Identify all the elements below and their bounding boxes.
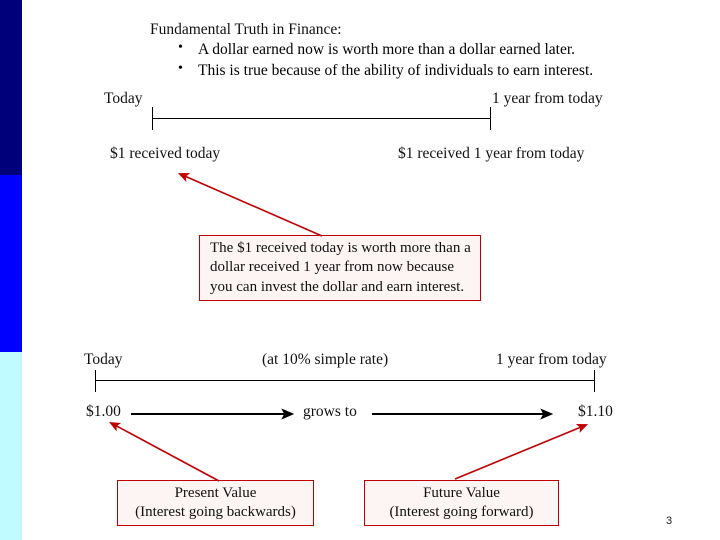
page-number: 3 — [666, 515, 673, 527]
timeline2-axis — [95, 380, 595, 381]
timeline1-tick-right — [490, 107, 491, 130]
callout-line: dollar received 1 year from now because — [210, 259, 455, 276]
timeline2-left-label: Today — [84, 351, 123, 368]
sidebar-band-navy — [0, 0, 22, 175]
box-future-value-subtitle: (Interest going forward) — [389, 504, 534, 520]
box-future-value: Future Value (Interest going forward) — [364, 480, 559, 526]
arrow-present-value-backward — [109, 421, 220, 482]
timeline2-right-value: $1.10 — [578, 403, 613, 420]
callout-line: The $1 received today is worth more than… — [210, 239, 471, 256]
timeline2-middle-text: grows to — [303, 403, 357, 420]
timeline1-left-value: $1 received today — [110, 145, 221, 162]
callout-box-explanation: The $1 received today is worth more than… — [199, 235, 481, 301]
timeline1-right-label: 1 year from today — [492, 90, 603, 107]
timeline2-tick-right — [594, 370, 595, 392]
timeline1-axis — [152, 118, 490, 119]
heading-bullet-item: This is true because of the ability of i… — [172, 60, 593, 82]
heading-bullet-list: A dollar earned now is worth more than a… — [172, 39, 593, 82]
box-future-value-title: Future Value — [423, 484, 500, 501]
timeline2-rate-label: (at 10% simple rate) — [262, 351, 389, 368]
arrow-future-value-forward — [454, 423, 589, 480]
box-present-value-subtitle: (Interest going backwards) — [135, 504, 296, 520]
box-present-value-title: Present Value — [174, 484, 257, 501]
timeline1-left-label: Today — [104, 90, 143, 107]
box-present-value: Present Value (Interest going backwards) — [117, 480, 314, 526]
timeline2-tick-left — [95, 370, 96, 392]
timeline2-left-value: $1.00 — [86, 403, 121, 420]
heading-title: Fundamental Truth in Finance: — [150, 21, 342, 38]
timeline1-right-value: $1 received 1 year from today — [398, 145, 585, 162]
heading-bullet-item: A dollar earned now is worth more than a… — [172, 39, 593, 61]
sidebar-band-cyan — [0, 352, 22, 540]
arrow-callout-to-dollar-today — [177, 173, 323, 237]
sidebar-band-blue — [0, 175, 22, 352]
timeline2-right-label: 1 year from today — [496, 351, 607, 368]
timeline1-tick-left — [152, 107, 153, 130]
callout-line: you can invest the dollar and earn inter… — [210, 278, 465, 295]
